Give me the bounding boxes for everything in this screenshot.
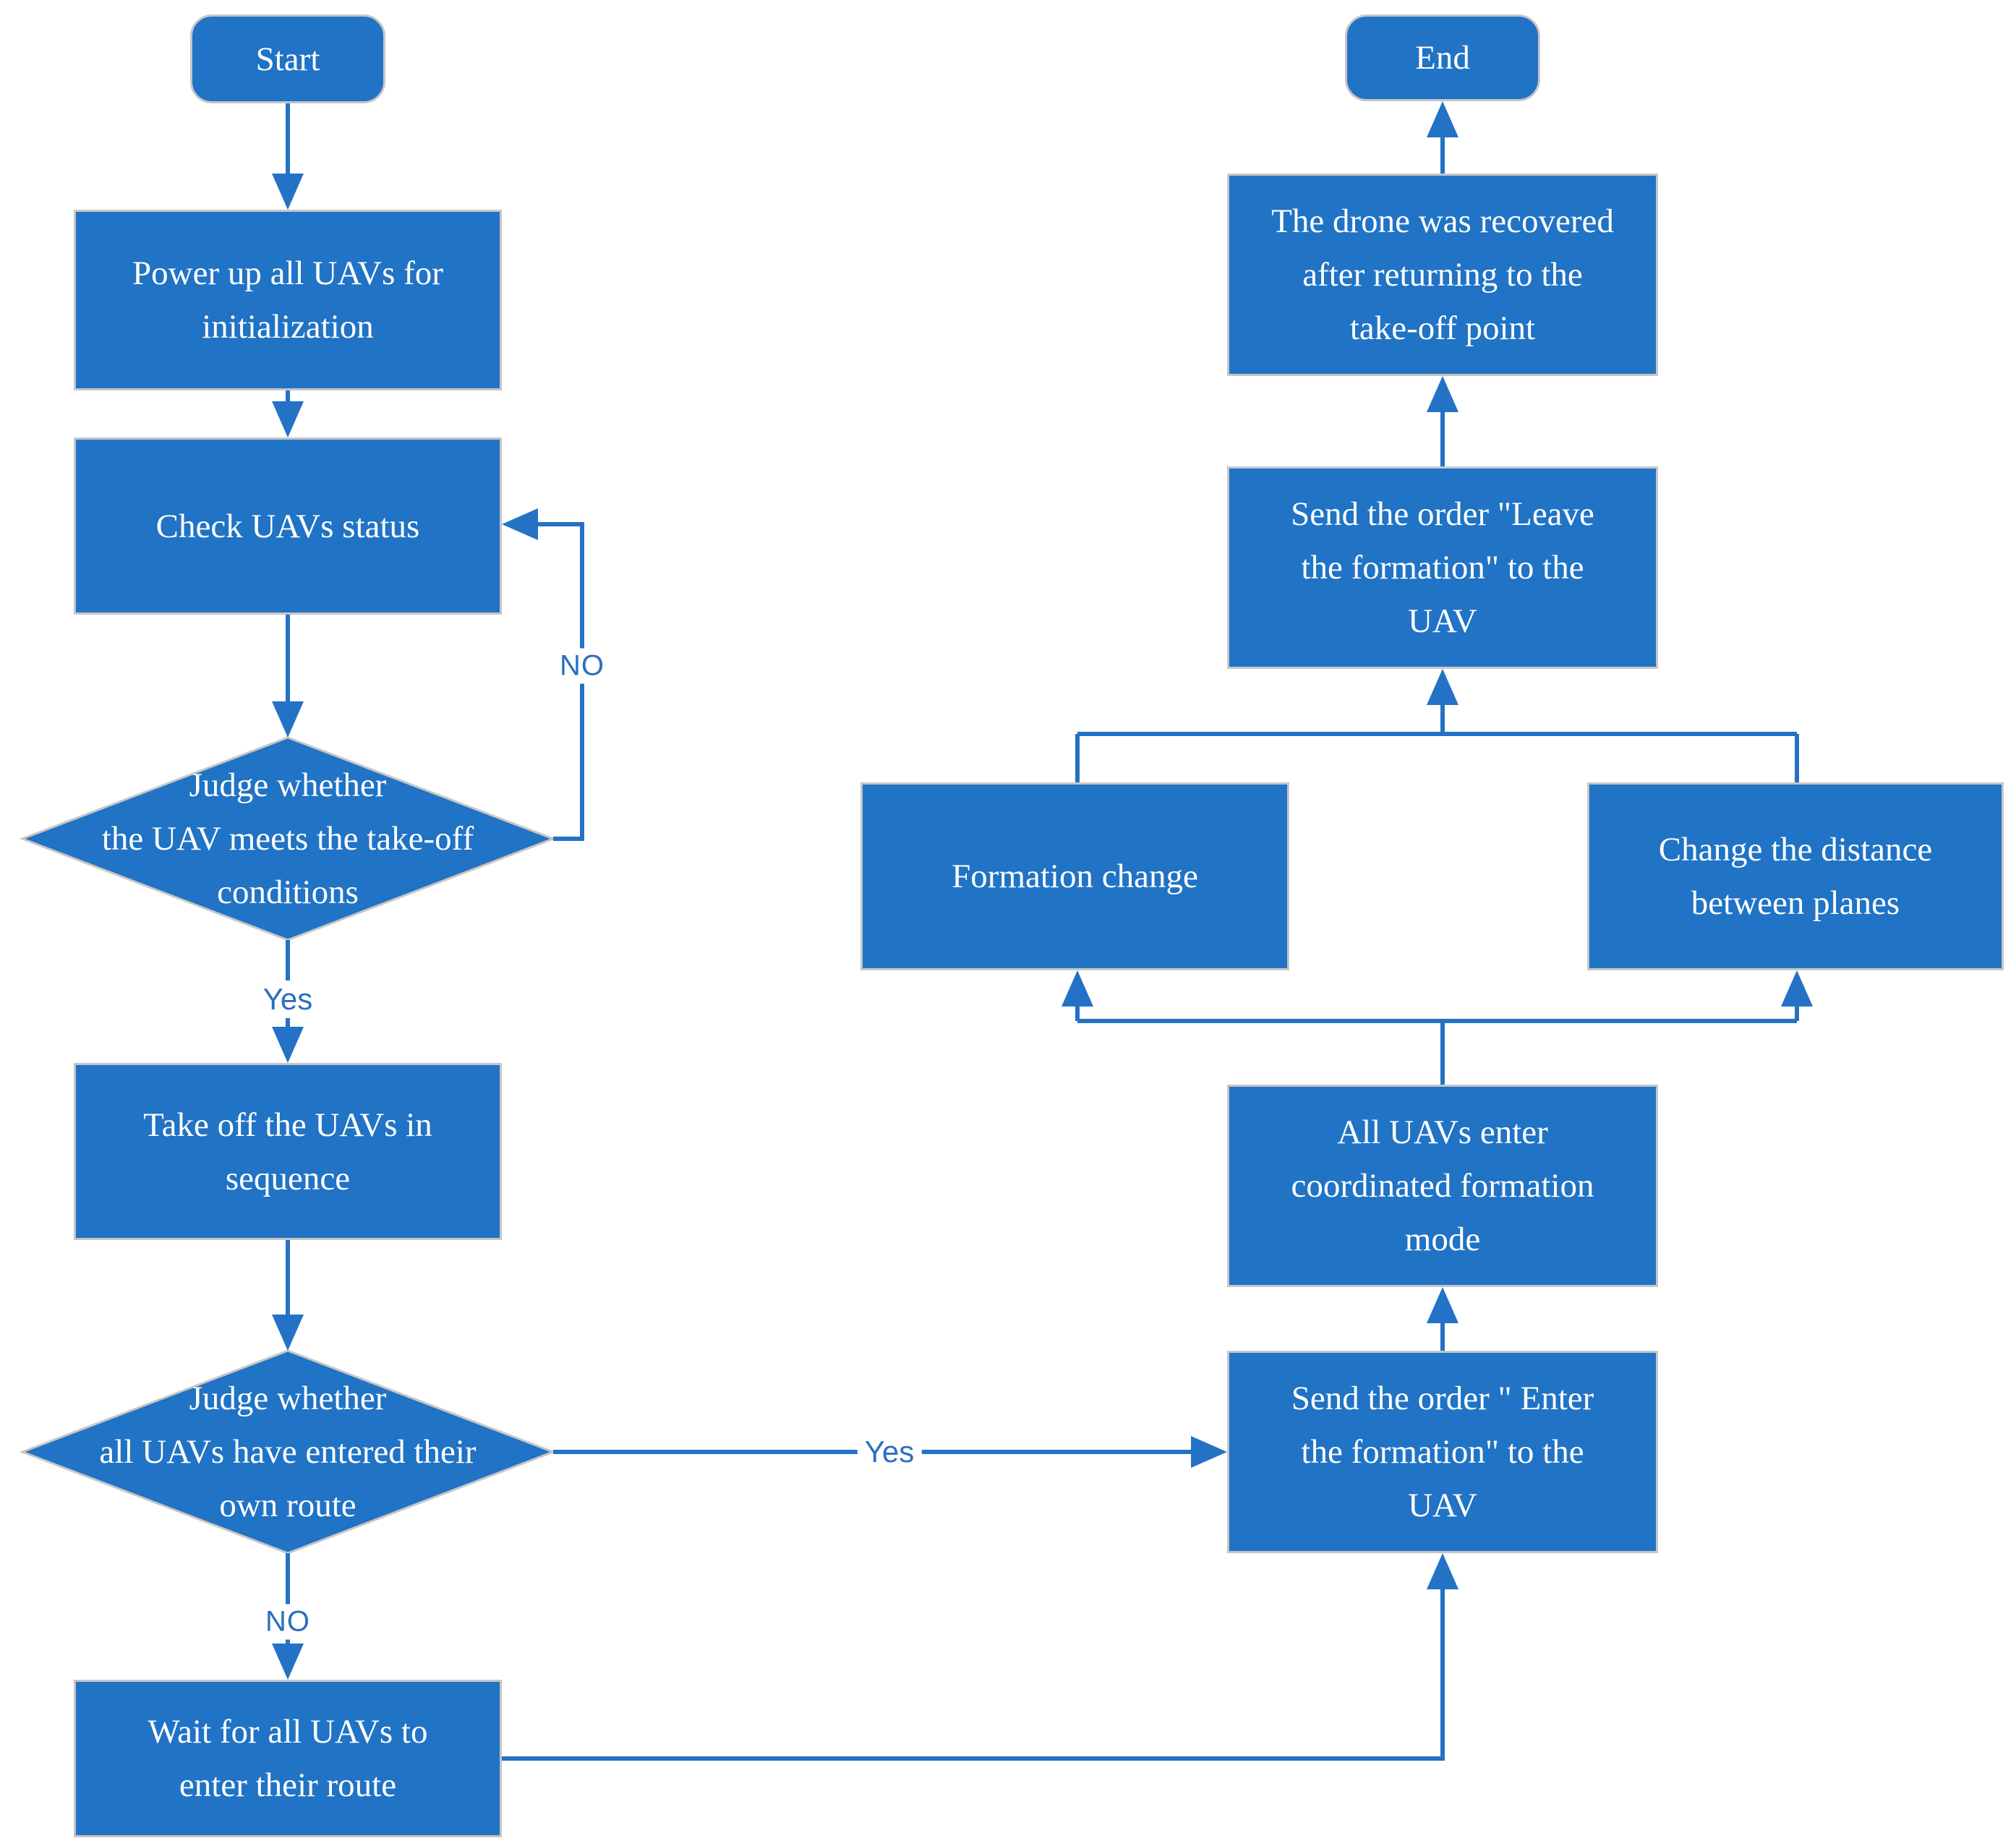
- edge-label-no-takeoff: NO: [552, 648, 612, 684]
- arrowhead-powerup: [272, 174, 304, 210]
- node-send-enter: Send the order " Enter the formation" to…: [1227, 1351, 1658, 1553]
- arrowhead-send-leave: [1427, 669, 1458, 705]
- edge-label-yes-route: Yes: [857, 1433, 922, 1471]
- node-start: Start: [190, 14, 385, 103]
- node-power-up: Power up all UAVs for initialization: [74, 210, 502, 390]
- arrowhead-end: [1427, 101, 1458, 137]
- edge-label-no-route: NO: [258, 1604, 317, 1640]
- arrowhead-wait: [272, 1644, 304, 1680]
- edge-label-yes-takeoff: Yes: [255, 980, 320, 1018]
- arrowhead-send-enter-left: [1191, 1436, 1227, 1468]
- arrowhead-judge2: [272, 1315, 304, 1351]
- node-send-leave: Send the order "Leave the formation" to …: [1227, 466, 1658, 669]
- node-change-distance: Change the distance between planes: [1587, 782, 2004, 970]
- decision-diamond-takeoff-shape: [19, 736, 557, 941]
- node-end: End: [1345, 14, 1540, 101]
- node-all-uavs-mode: All UAVs enter coordinated formation mod…: [1227, 1085, 1658, 1287]
- arrowhead-check: [272, 401, 304, 437]
- edge-branches-merge: [1075, 705, 1799, 782]
- node-drone-recovered: The drone was recovered after returning …: [1227, 174, 1658, 376]
- arrowhead-change-distance: [1781, 970, 1813, 1007]
- arrowhead-check-return: [502, 508, 538, 540]
- decision-diamond-route-shape: [19, 1349, 557, 1555]
- edge-alluavs-split: [1075, 1007, 1799, 1085]
- arrowhead-formation-change: [1062, 970, 1093, 1007]
- arrowhead-judge1: [272, 701, 304, 738]
- arrowhead-alluavs: [1427, 1287, 1458, 1323]
- node-take-off: Take off the UAVs in sequence: [74, 1063, 502, 1240]
- node-wait-route: Wait for all UAVs to enter their route: [74, 1680, 502, 1837]
- arrowhead-drone: [1427, 376, 1458, 412]
- node-check-status: Check UAVs status: [74, 437, 502, 615]
- edge-wait-send-enter: [502, 1589, 1445, 1761]
- arrowhead-send-enter-bottom: [1427, 1553, 1458, 1589]
- arrowhead-takeoff: [272, 1027, 304, 1063]
- node-formation-change: Formation change: [860, 782, 1289, 970]
